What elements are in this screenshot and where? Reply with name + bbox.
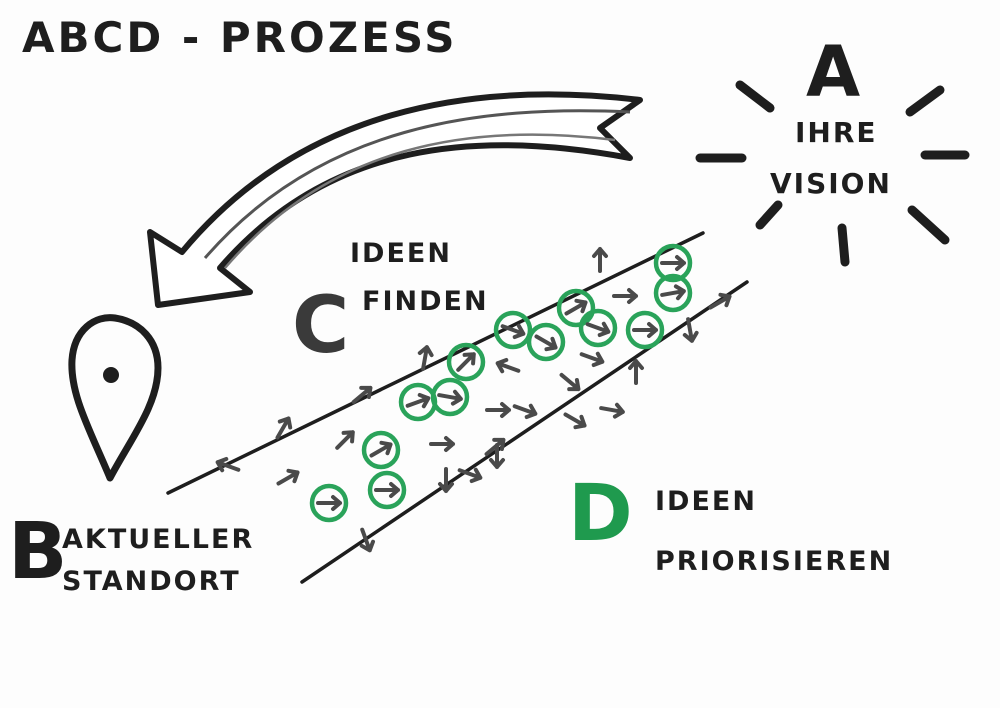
idea-arrow-icon xyxy=(417,345,434,371)
stage-b-letter: B xyxy=(8,507,67,597)
idea-arrow-icon xyxy=(335,430,355,450)
prioritized-idea-arrow-icon xyxy=(369,440,393,458)
idea-arrows xyxy=(215,247,732,553)
prioritized-idea-circle xyxy=(526,322,566,362)
prioritized-idea-circle xyxy=(556,288,596,328)
prioritized-idea-circle xyxy=(367,470,407,510)
idea-arrow-icon xyxy=(628,359,644,385)
idea-arrow-icon xyxy=(682,317,699,343)
corridor-lower-line xyxy=(300,280,749,584)
idea-arrow-icon xyxy=(485,402,511,418)
stage-b-line2: STANDORT xyxy=(62,566,241,597)
prioritized-idea-arrow-icon xyxy=(500,323,526,340)
idea-arrow-icon xyxy=(708,292,732,310)
idea-arrow-icon xyxy=(429,436,455,452)
idea-arrow-icon xyxy=(457,467,483,484)
prioritized-idea-arrow-icon xyxy=(564,298,588,316)
prioritized-idea-circle xyxy=(493,310,533,350)
prioritized-idea-arrow-icon xyxy=(456,352,476,372)
idea-arrow-icon xyxy=(438,467,454,493)
idea-arrow-icon xyxy=(275,416,293,440)
stage-d-letter: D xyxy=(568,469,633,559)
idea-arrow-icon xyxy=(351,385,373,405)
corridor-upper-line xyxy=(166,231,705,495)
prioritized-idea-circle xyxy=(625,310,665,350)
prioritized-idea-circle xyxy=(309,483,349,523)
sun-rays-icon xyxy=(695,80,970,267)
idea-arrow-icon xyxy=(276,468,300,486)
prioritized-idea-arrow-icon xyxy=(437,389,463,406)
stage-a-line1: IHRE xyxy=(795,116,878,149)
stage-a-letter: A xyxy=(806,31,860,113)
idea-arrow-icon xyxy=(495,357,521,374)
idea-arrow-icon xyxy=(512,403,538,420)
prioritized-idea-arrow-icon xyxy=(660,284,686,301)
prioritized-idea-circle xyxy=(653,243,693,283)
prioritized-idea-circle xyxy=(653,273,693,313)
prioritized-idea-circle xyxy=(578,308,618,348)
idea-arrow-icon xyxy=(215,456,241,473)
idea-arrow-icon xyxy=(563,412,587,430)
prioritized-idea-arrow-icon xyxy=(585,321,611,338)
idea-arrow-icon xyxy=(612,288,638,304)
location-pin-icon xyxy=(68,314,162,482)
prioritized-idea-arrow-icon xyxy=(660,255,686,271)
stage-c-line1: IDEEN xyxy=(350,238,452,269)
stage-d-line1: IDEEN xyxy=(655,486,757,517)
idea-arrow-icon xyxy=(559,372,581,392)
stage-d-line2: PRIORISIEREN xyxy=(655,546,893,577)
diagram-title: ABCD - PROZESS xyxy=(22,13,457,62)
prioritized-idea-arrow-icon xyxy=(405,392,431,409)
prioritized-idea-arrow-icon xyxy=(632,322,658,338)
stage-c-letter: C xyxy=(292,281,349,371)
idea-arrow-icon xyxy=(599,402,625,419)
prioritized-idea-circle xyxy=(361,430,401,470)
prioritized-idea-circle xyxy=(446,342,486,382)
prioritized-idea-arrow-icon xyxy=(374,482,400,498)
idea-corridor xyxy=(166,231,749,584)
stage-c-line2: FINDEN xyxy=(362,286,489,317)
curved-return-arrow-icon xyxy=(147,91,643,308)
idea-arrow-icon xyxy=(592,247,608,273)
idea-arrow-icon xyxy=(579,351,605,368)
prioritized-ideas xyxy=(309,243,693,523)
idea-arrow-icon xyxy=(489,443,505,469)
idea-arrow-icon xyxy=(359,527,376,553)
prioritized-idea-circle xyxy=(430,377,470,417)
stage-b-line1: AKTUELLER xyxy=(62,524,254,555)
prioritized-idea-arrow-icon xyxy=(534,334,558,352)
prioritized-idea-arrow-icon xyxy=(316,495,342,511)
stage-a-line2: VISION xyxy=(770,167,892,200)
